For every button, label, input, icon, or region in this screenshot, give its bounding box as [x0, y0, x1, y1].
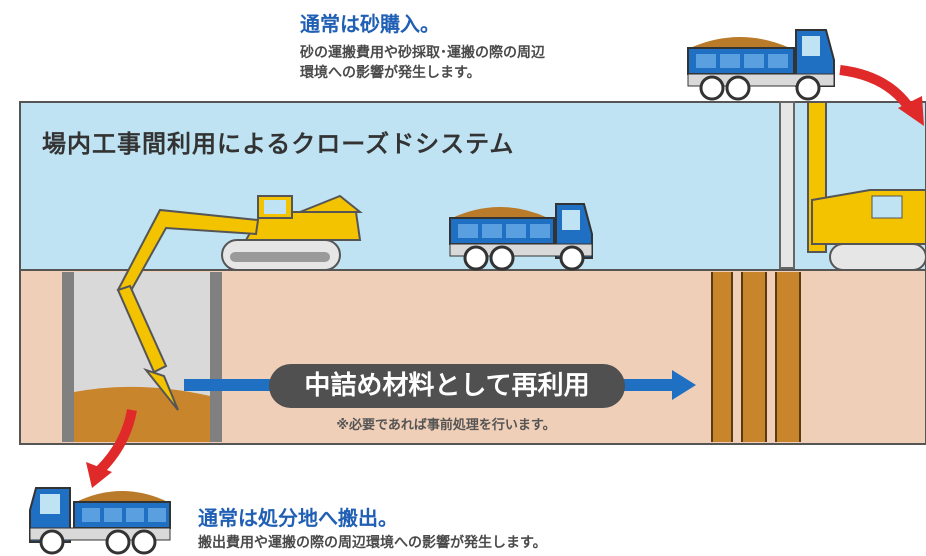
- sand-delivery-arrowhead: [898, 96, 924, 126]
- bottom-callout-line1: 搬出費用や運搬の際の周辺環境への影響が発生します。: [198, 535, 547, 551]
- disposal-arrow: [96, 409, 137, 474]
- pile-driver: [779, 101, 926, 271]
- disposal-arrowhead: [86, 462, 112, 488]
- excavation-pit: [62, 272, 222, 442]
- panel-title: 場内工事間利用によるクローズドシステム: [42, 130, 515, 158]
- reuse-arrow-left: [184, 379, 274, 391]
- top-callout-title: 通常は砂購入。: [300, 12, 440, 36]
- top-callout-line1: 砂の運搬費用や砂採取･運搬の際の周辺: [300, 45, 545, 61]
- excavator: [116, 194, 363, 411]
- sand-purchase-truck: [687, 29, 835, 101]
- excavator-arm: [116, 284, 168, 374]
- reuse-note: ※必要であれば事前処理を行います。: [336, 418, 556, 433]
- disposal-truck: [29, 487, 171, 555]
- excavated-soil: [74, 386, 210, 442]
- bottom-callout-title: 通常は処分地へ搬出。: [198, 506, 398, 530]
- panel-frame: [19, 101, 926, 445]
- reuse-arrowhead: [672, 370, 696, 400]
- reuse-arrow-right: [624, 379, 676, 391]
- top-callout-line2: 環境への影響が発生します。: [300, 65, 481, 81]
- sheet-pile-wall: [711, 272, 801, 442]
- excavator-bucket: [143, 367, 179, 411]
- site-truck: [449, 203, 593, 271]
- reuse-label: 中詰め材料として再利用: [269, 364, 625, 408]
